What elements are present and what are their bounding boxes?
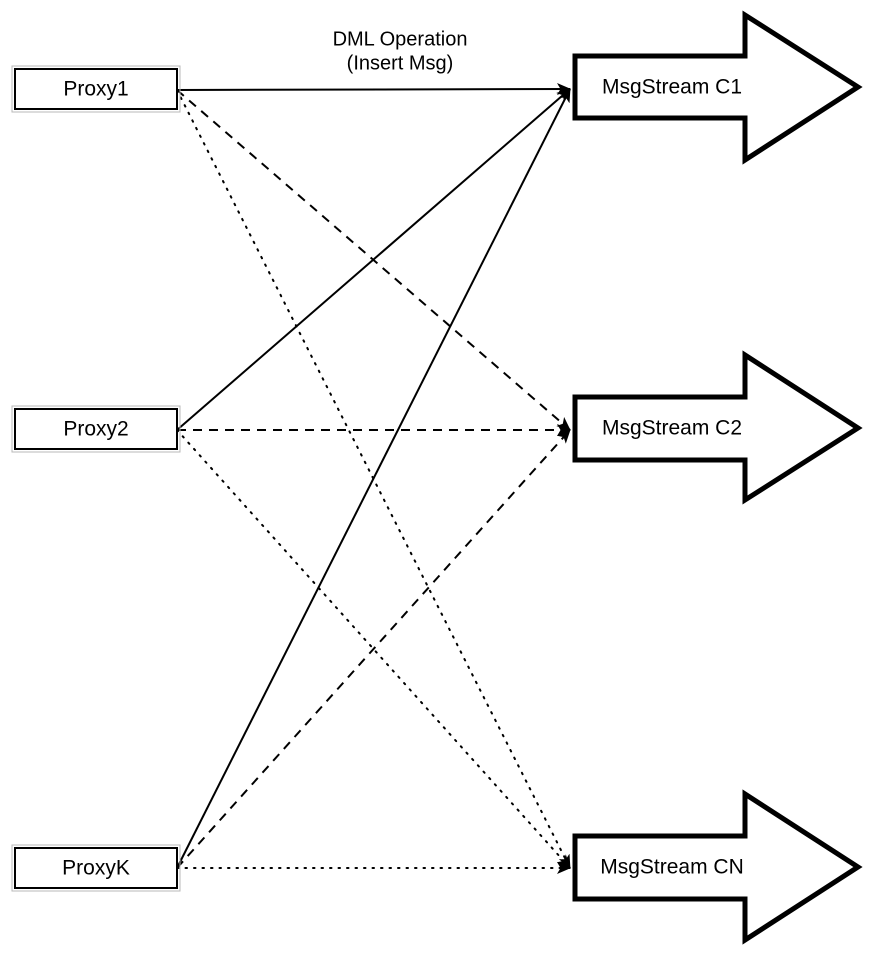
proxy2-box — [14, 408, 178, 450]
msgstream-c2-arrow-shape — [572, 350, 863, 505]
proxy2-node[interactable]: Proxy2 — [11, 405, 181, 453]
proxy1-box — [14, 68, 178, 110]
edge-proxy1-to-msgstream-c1 — [176, 83, 571, 96]
streams-layer: MsgStream C1 MsgStream C2 MsgStream CN — [572, 10, 863, 945]
proxies-layer: Proxy1 Proxy2 ProxyK — [11, 65, 181, 892]
msgstream-c1-label: MsgStream C1 — [602, 76, 742, 99]
msgstream-c2[interactable]: MsgStream C2 — [572, 350, 863, 505]
msgstream-cn-arrow-shape — [572, 789, 863, 945]
proxy2-box-outline — [11, 405, 181, 453]
proxy1-node[interactable]: Proxy1 — [11, 65, 181, 113]
proxy2-label: Proxy2 — [63, 418, 128, 441]
edge-proxyk-to-msgstream-c1 — [176, 88, 571, 869]
msgstream-cn[interactable]: MsgStream CN — [572, 789, 863, 945]
proxy1-label: Proxy1 — [63, 78, 128, 101]
proxyk-box-outline — [11, 844, 181, 892]
dml-operation-caption-line1: DML Operation — [333, 28, 468, 50]
msgstream-cn-label: MsgStream CN — [600, 856, 744, 879]
msgstream-c2-label: MsgStream C2 — [602, 417, 742, 440]
msgstream-c1[interactable]: MsgStream C1 — [572, 10, 863, 165]
proxyk-node[interactable]: ProxyK — [11, 844, 181, 892]
msgstream-c1-arrow-shape — [572, 10, 863, 165]
proxy1-box-outline — [11, 65, 181, 113]
dml-operation-caption-line2: (Insert Msg) — [347, 52, 454, 74]
edge-proxyk-to-msgstream-c2 — [176, 429, 571, 869]
proxyk-label: ProxyK — [62, 857, 130, 880]
edges-layer — [176, 83, 571, 874]
proxyk-box — [14, 847, 178, 889]
dml-operation-caption: DML Operation (Insert Msg) — [333, 28, 468, 74]
edge-proxy2-to-msgstream-c1 — [176, 88, 571, 431]
